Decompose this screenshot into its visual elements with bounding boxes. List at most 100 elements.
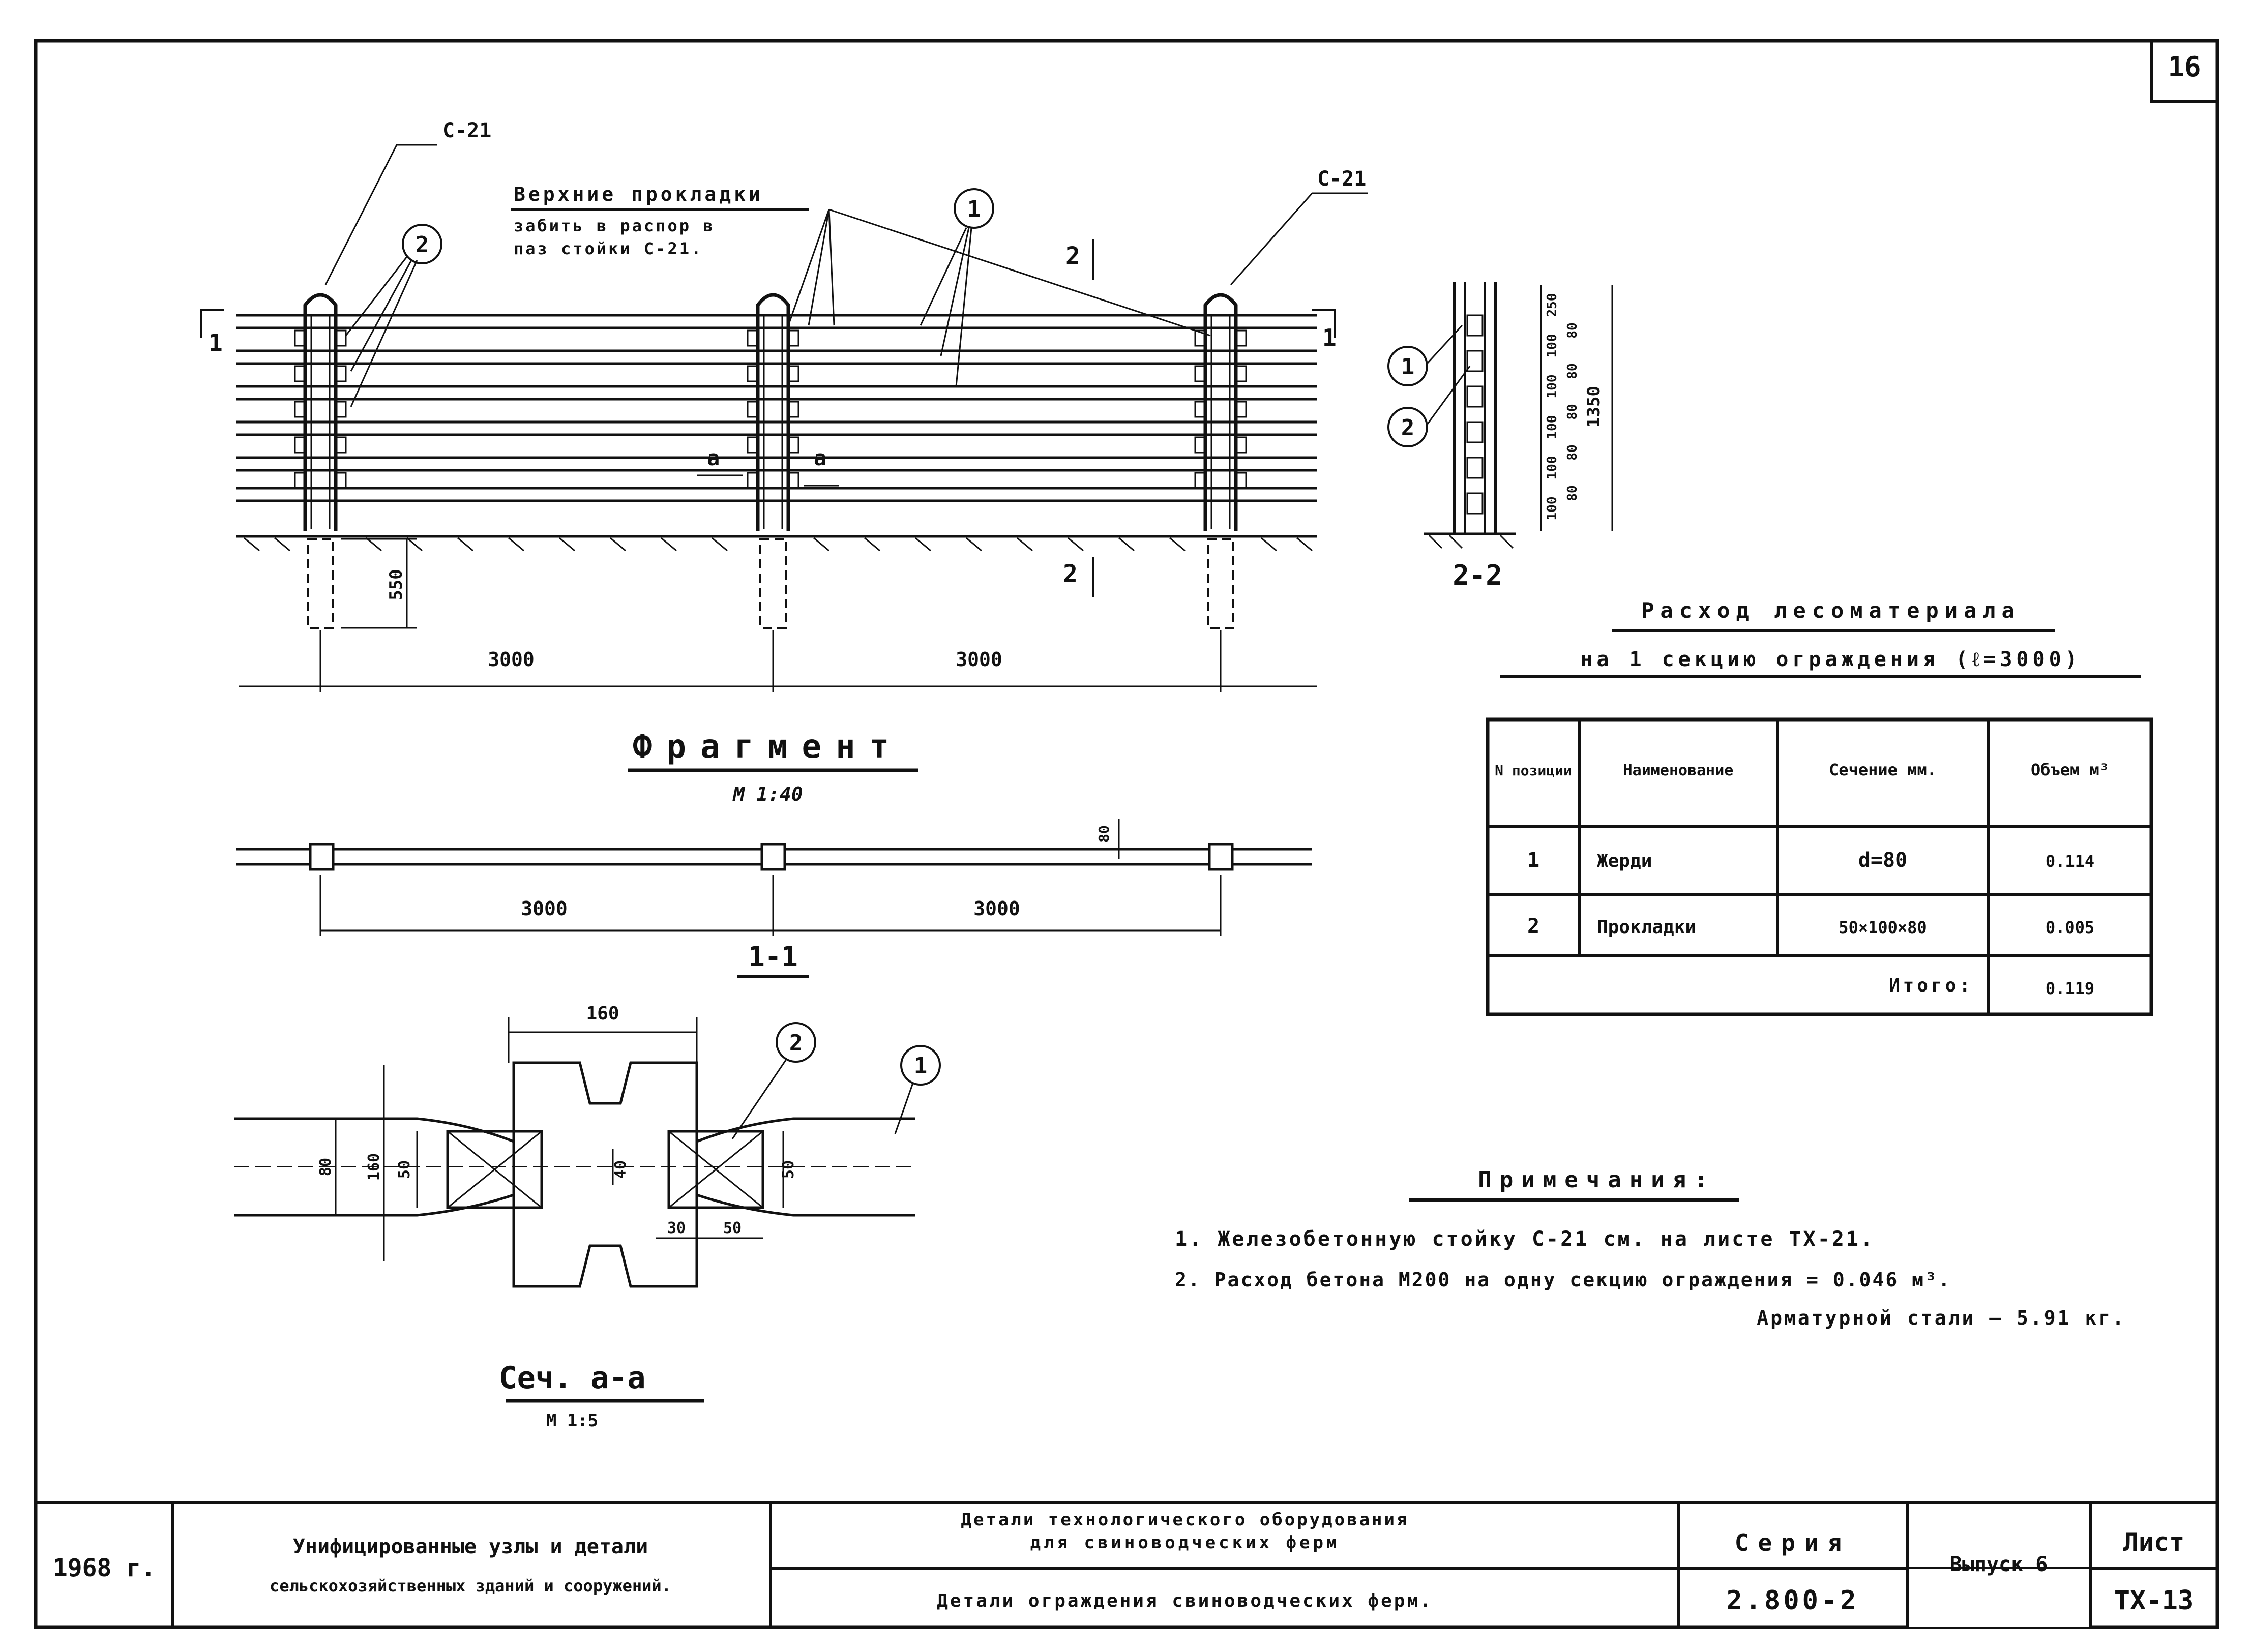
row2-name: Прокладки [1597, 917, 1696, 938]
section-2-2-total: 1350 [1584, 386, 1604, 428]
sheet-frame [34, 39, 2219, 1629]
callout-2-s22-text: 2 [1401, 415, 1415, 441]
row1-section: d=80 [1858, 849, 1907, 872]
section-2-2-dim-d: 100 [1545, 456, 1560, 480]
detail-title: Сеч. а-а [499, 1360, 646, 1396]
detail-scale: М 1:5 [546, 1410, 598, 1431]
cut-a-right: а [814, 445, 826, 470]
note-2: 2. Расход бетона М200 на одну секцию огр… [1175, 1269, 1951, 1291]
row2-section: 50×100×80 [1839, 918, 1927, 937]
callout-2-detail-text: 2 [789, 1030, 803, 1056]
callout-1-text: 1 [967, 196, 981, 222]
callout-1-section22: 1 [1387, 324, 1463, 386]
page-number: 16 [2168, 51, 2201, 83]
post-left [303, 293, 338, 531]
callout-1-s22-text: 1 [1401, 354, 1415, 380]
total-label: Итого: [1889, 975, 1973, 996]
callout-1-detail-text: 1 [914, 1053, 928, 1079]
table-header-name: Наименование [1623, 762, 1734, 779]
section-1-left: 1 [209, 329, 223, 356]
section-2-2-dim2-a: 80 [1565, 322, 1580, 338]
fragment-scale: М 1:40 [732, 783, 803, 805]
pads-note-line2: забить в распор в [514, 216, 715, 235]
title-issue: Выпуск 6 [1950, 1553, 2048, 1576]
table-header-volume: Объем м³ [2031, 760, 2109, 779]
callout-1-detail: 1 [894, 1045, 941, 1134]
notes-section: Примечания: 1. Железобетонную стойку С-2… [1175, 1167, 2126, 1329]
title-series-value: 2.800-2 [1726, 1585, 1859, 1616]
callout-2-detail: 2 [731, 1022, 816, 1139]
title-year: 1968 г. [53, 1554, 156, 1582]
detail-dim-top: 160 [586, 1003, 619, 1024]
issue-cell-mask [1907, 1569, 2090, 1627]
title-series-label: Серия [1735, 1529, 1851, 1556]
callout-1-elevation: 1 [920, 188, 994, 387]
callout-2-text: 2 [416, 232, 429, 258]
callout-2-section22: 2 [1387, 366, 1471, 447]
title-topic-line2: для свиноводческих ферм [1030, 1533, 1340, 1553]
section-1-markers [200, 309, 1336, 338]
fence-elevation: 550 3000 3000 1 1 2 2 а а С-21 С-21 Вер [200, 119, 1368, 805]
pads-note-leaders [787, 208, 1211, 337]
cut-a-lines [697, 474, 839, 487]
table-header-section: Сечение мм. [1829, 760, 1937, 779]
title-org-line2: сельскохозяйственных зданий и сооружений… [270, 1576, 671, 1596]
post-label-left: С-21 [442, 119, 491, 142]
note-3: Арматурной стали — 5.91 кг. [1757, 1307, 2126, 1329]
title-sheet-label: Лист [2123, 1527, 2184, 1557]
span-right-label: 3000 [956, 648, 1002, 671]
post-label-right: С-21 [1317, 167, 1366, 191]
leader-post-right [1230, 192, 1368, 285]
row1-volume: 0.114 [2046, 852, 2094, 871]
row1-pos: 1 [1527, 849, 1539, 872]
plan-span-left: 3000 [521, 897, 568, 920]
span-left-label: 3000 [488, 648, 535, 671]
section-2-bottom: 2 [1063, 560, 1078, 588]
title-sheet-value: ТХ-13 [2114, 1585, 2194, 1616]
fragment-title: Фрагмент [633, 728, 903, 766]
total-value: 0.119 [2046, 979, 2094, 998]
detail-dim-50-right: 50 [780, 1160, 797, 1179]
plan-span-right: 3000 [973, 897, 1020, 920]
spacer-pads [294, 329, 1247, 489]
materials-title-line1: Расход лесоматериала [1641, 598, 2021, 623]
section-2-2-dim-e: 100 [1545, 497, 1560, 521]
materials-section: Расход лесоматериала на 1 секцию огражде… [1486, 598, 2153, 1016]
row2-pos: 2 [1527, 915, 1539, 938]
title-topic-line1: Детали технологического оборудования [961, 1510, 1409, 1530]
ground-line [236, 535, 1317, 552]
plan-1-1: 80 3000 3000 1-1 [236, 819, 1312, 978]
section-2-2-title: 2-2 [1453, 559, 1502, 591]
detail-dim-50-left: 50 [396, 1160, 413, 1179]
row1-name: Жерди [1597, 851, 1652, 872]
title-sheet-title: Детали ограждения свиноводческих ферм. [937, 1590, 1433, 1611]
detail-dim-160: 160 [365, 1153, 383, 1181]
notes-title: Примечания: [1478, 1167, 1715, 1193]
section-2-2-dim-top: 250 [1545, 293, 1560, 317]
section-2-2-dim2-c: 80 [1565, 404, 1580, 419]
section-2-2-dim-b: 100 [1545, 375, 1560, 399]
section-2-top: 2 [1065, 242, 1080, 271]
post-middle [756, 293, 790, 531]
section-2-2-dim-c: 100 [1545, 415, 1560, 439]
section-2-2-dim2-b: 80 [1565, 363, 1580, 379]
plan-thickness-label: 80 [1095, 825, 1112, 843]
materials-title-line2: на 1 секцию ограждения (ℓ=3000) [1580, 648, 2081, 671]
detail-a-a: 160 80 160 50 40 50 30 50 2 1 Сеч. а-а М… [234, 1003, 941, 1431]
section-1-right: 1 [1322, 324, 1337, 351]
span-dimension-line [239, 630, 1317, 692]
note-1: 1. Железобетонную стойку С-21 см. на лис… [1175, 1227, 1875, 1251]
section-2-2-pads [1466, 314, 1484, 515]
section-2-2-dim-a: 100 [1545, 334, 1560, 358]
table-header-pos: N позиции [1495, 762, 1572, 779]
detail-dim-80: 80 [317, 1158, 335, 1176]
row2-volume: 0.005 [2046, 918, 2094, 937]
leader-post-left [324, 144, 437, 285]
materials-table [1486, 717, 2153, 1016]
pads-note-line1: Верхние прокладки [514, 183, 763, 205]
callout-2-elevation: 2 [345, 224, 442, 407]
detail-dim-30: 30 [667, 1219, 686, 1237]
section-2-2-dim2-d: 80 [1565, 444, 1580, 460]
fence-rails [236, 314, 1317, 502]
